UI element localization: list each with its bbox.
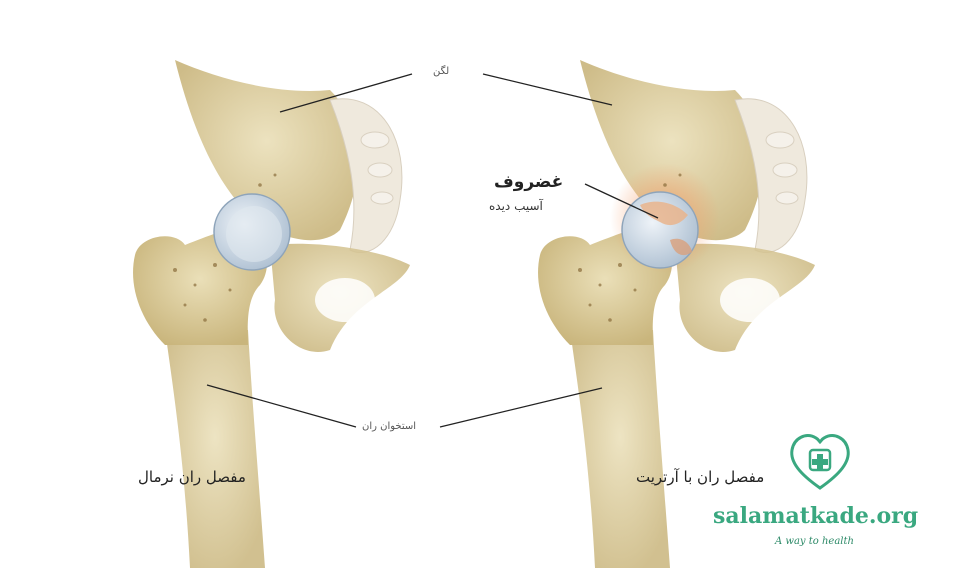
arthritis-hip-illustration (538, 60, 815, 568)
leader-lines (206, 73, 659, 428)
brand-name: salamatkade.org (713, 503, 919, 529)
femur-label: استخوان ران (362, 421, 417, 432)
damaged-label: آسیب دیده (489, 199, 543, 213)
normal-hip-caption: مفصل ران نرمال (138, 468, 246, 486)
heart-cross-icon (790, 434, 850, 490)
arthritis-hip-caption: مفصل ران با آرتریت (636, 468, 765, 486)
pelvis-label: لگن (433, 66, 450, 77)
brand-tagline: A way to health (775, 536, 854, 547)
normal-hip-illustration (133, 60, 410, 568)
cartilage-label: غضروف (494, 172, 564, 192)
